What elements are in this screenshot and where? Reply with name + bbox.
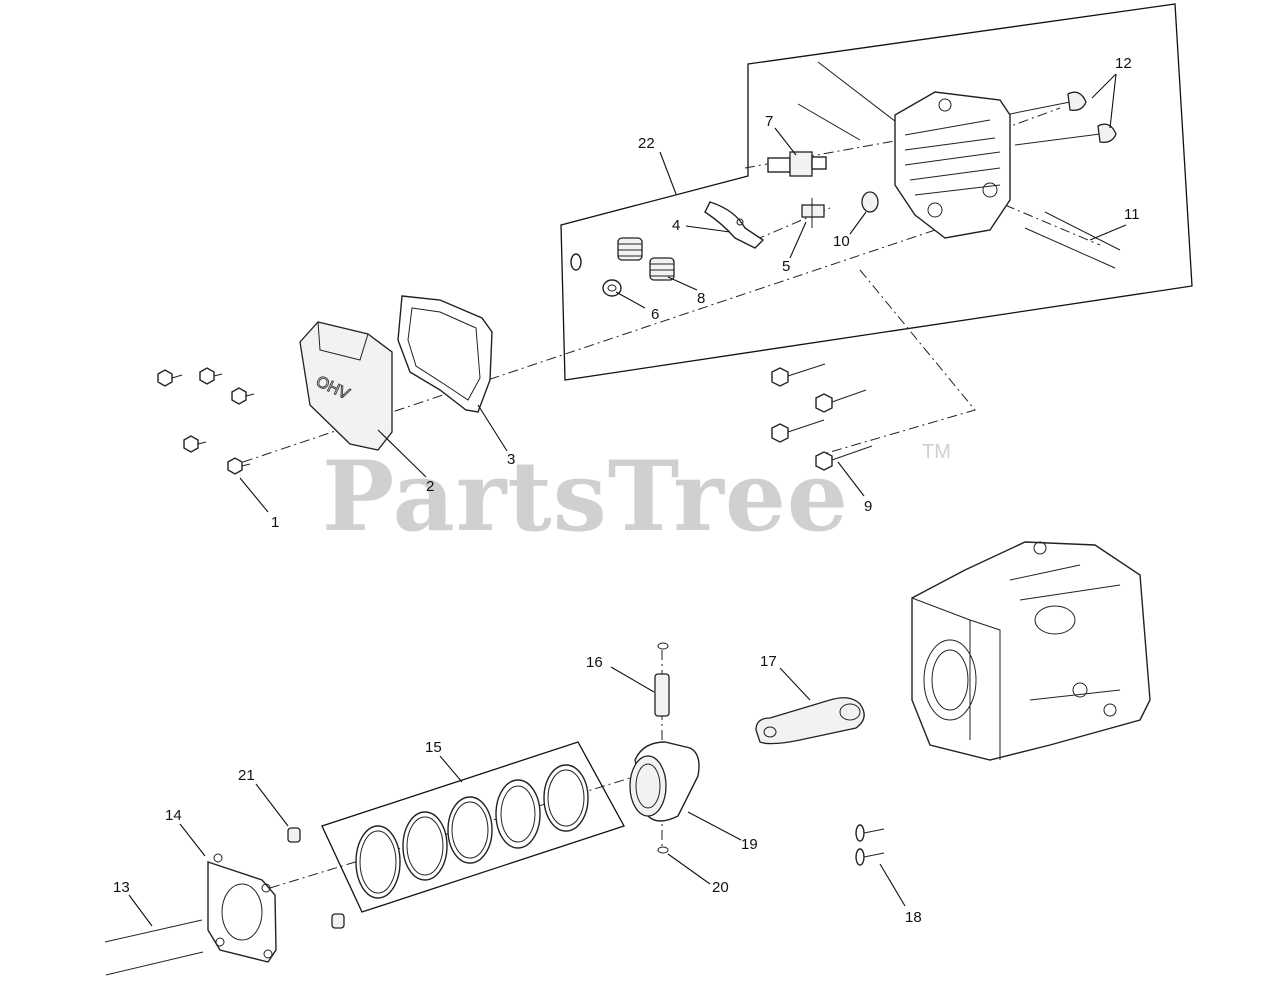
piston-ring-box (321, 741, 625, 913)
valve-cover: OHV (299, 321, 393, 451)
watermark-trademark: TM (922, 441, 951, 463)
head-gasket (207, 853, 277, 963)
callout-19: 19 (741, 836, 758, 853)
callout-9: 9 (864, 498, 872, 515)
callout-13: 13 (113, 879, 130, 896)
rocker-arm (704, 201, 765, 249)
valve-springs (617, 237, 675, 281)
callout-12: 12 (1115, 55, 1132, 72)
leader-lines (128, 73, 1127, 927)
callout-3: 3 (507, 451, 515, 468)
valve-cover-gasket (397, 295, 493, 413)
callout-5: 5 (782, 258, 790, 275)
crankcase-block (911, 541, 1151, 761)
callout-4: 4 (672, 217, 680, 234)
rocker-pivot (801, 198, 825, 228)
callout-7: 7 (765, 113, 773, 130)
callout-20: 20 (712, 879, 729, 896)
cylinder-head (894, 91, 1011, 239)
spring-retainers (570, 253, 622, 297)
piston (629, 741, 700, 822)
callout-21: 21 (238, 767, 255, 784)
callout-18: 18 (905, 909, 922, 926)
callout-10: 10 (833, 233, 850, 250)
callout-8: 8 (697, 290, 705, 307)
head-mount-bolts (771, 363, 873, 471)
callout-numbers: 1 2 3 4 5 6 7 8 9 10 11 12 13 14 15 16 1… (113, 55, 1140, 926)
head-bolts (797, 61, 1121, 269)
callout-22: 22 (638, 135, 655, 152)
cylinder-head-kit-box (560, 3, 1193, 381)
callout-16: 16 (586, 654, 603, 671)
callout-15: 15 (425, 739, 442, 756)
long-studs (104, 919, 204, 976)
callout-2: 2 (426, 478, 434, 495)
callout-14: 14 (165, 807, 182, 824)
watermark-text: PartsTree (322, 440, 849, 553)
callout-17: 17 (760, 653, 777, 670)
valve-seal (861, 191, 879, 213)
piston-pin (654, 642, 670, 854)
connecting-rod (755, 697, 865, 745)
callout-11: 11 (1124, 206, 1140, 223)
valve-lower (1014, 123, 1117, 146)
cover-bolts (157, 367, 255, 475)
rod-bolts (855, 824, 885, 866)
callout-1: 1 (271, 514, 279, 531)
dowel-pins (287, 827, 345, 929)
piston-rings (355, 764, 589, 899)
callout-6: 6 (651, 306, 659, 323)
spark-plug (767, 151, 827, 177)
